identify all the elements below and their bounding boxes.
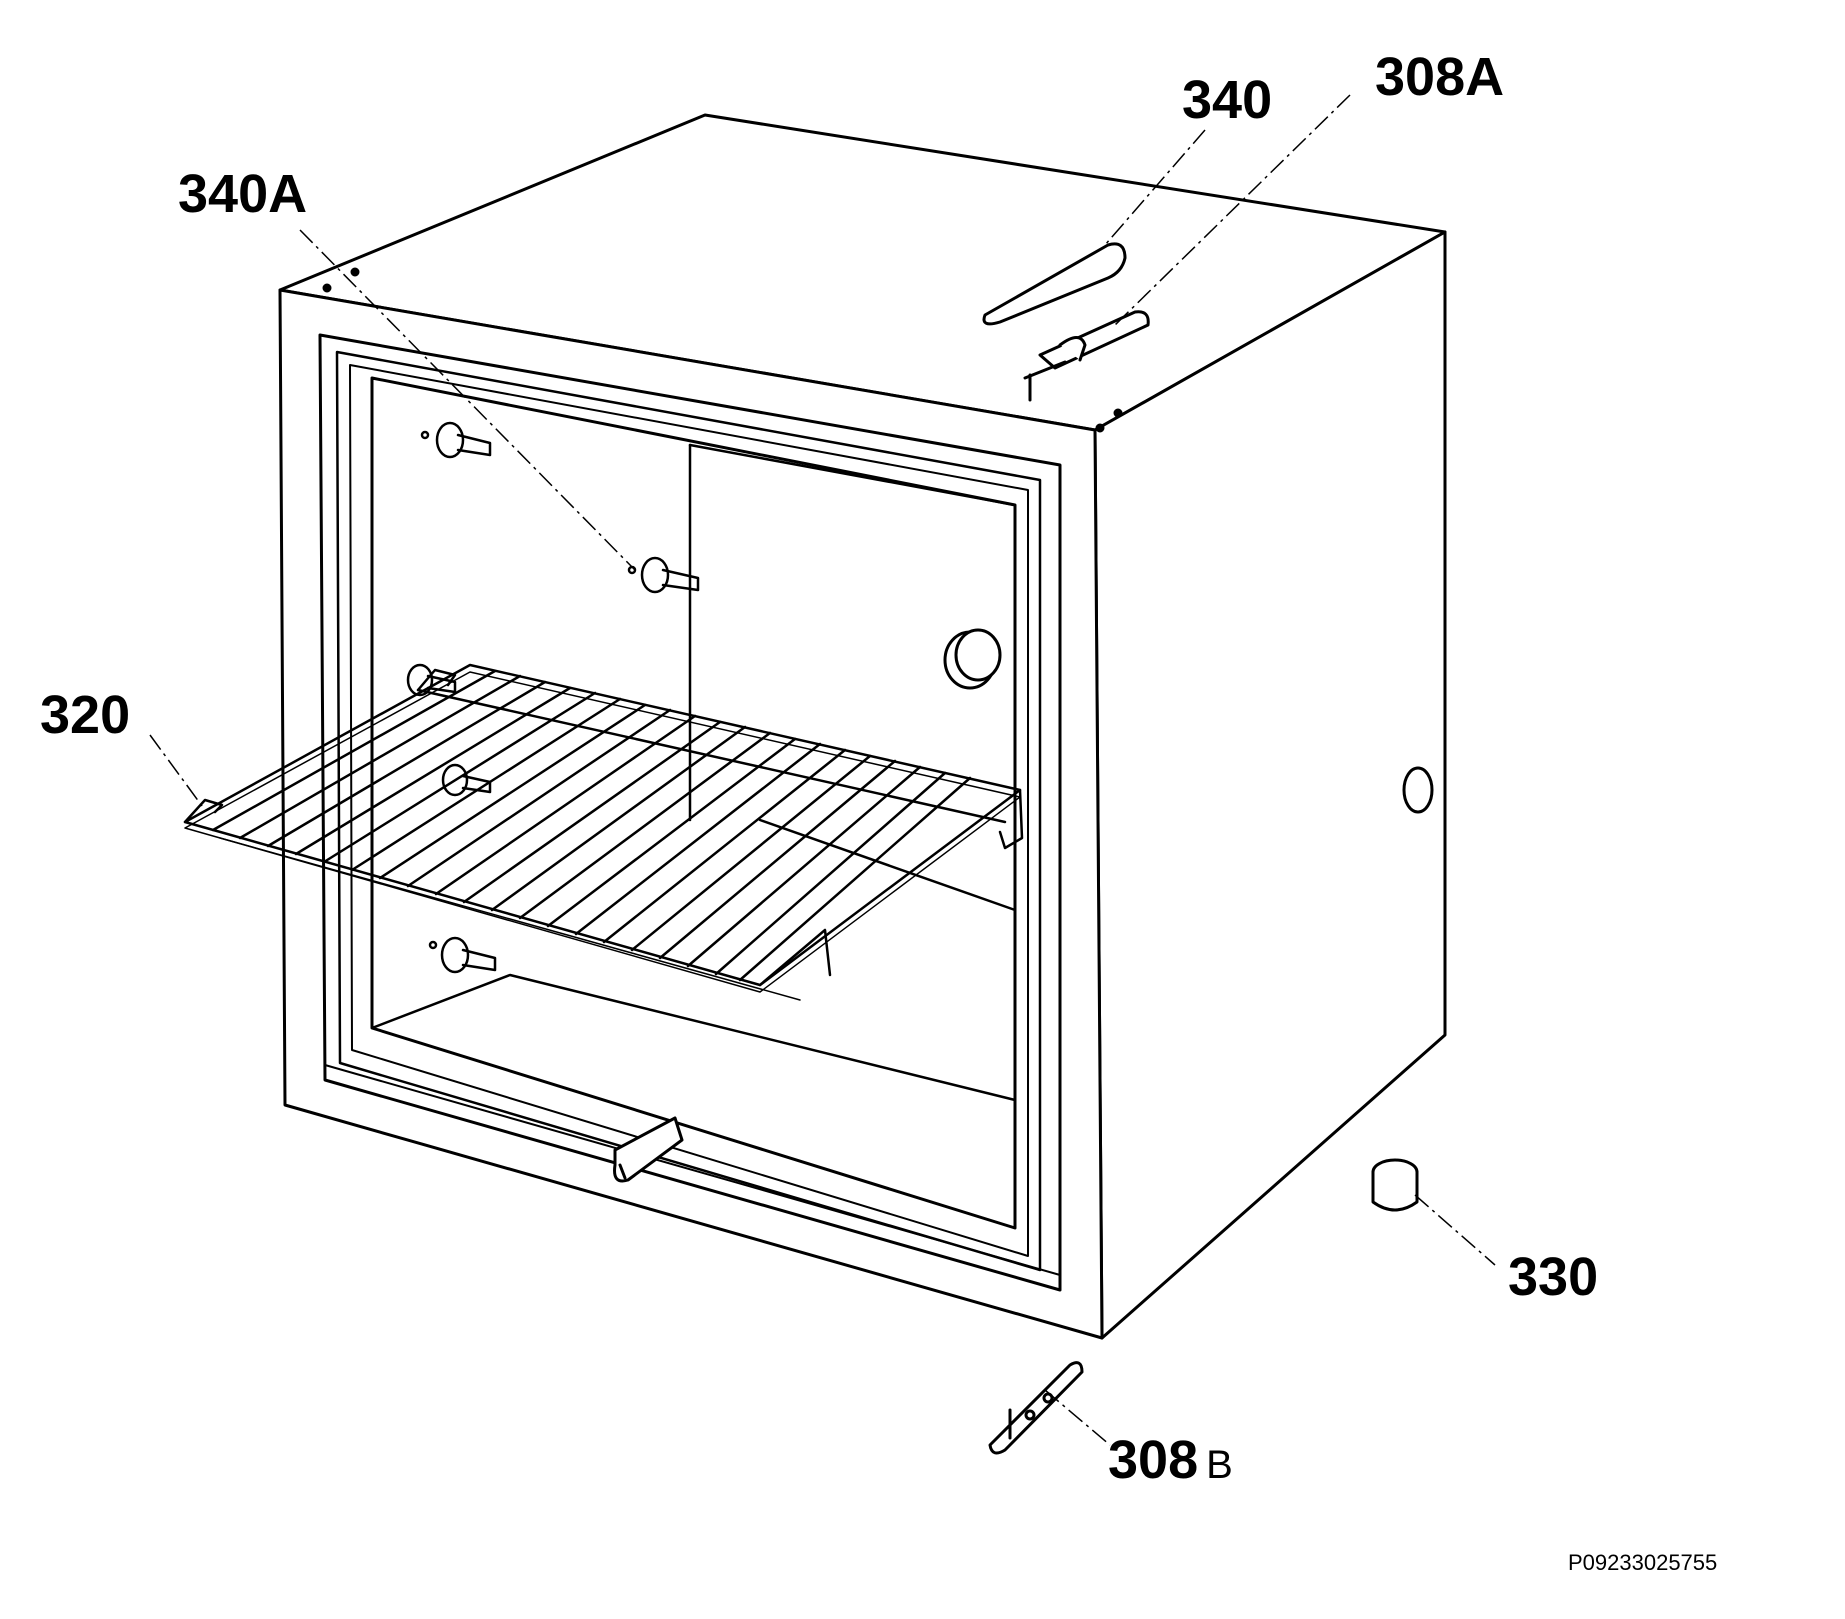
stud-mid-left — [406, 663, 457, 697]
callout-330: 330 — [1508, 1247, 1599, 1307]
leader-308a — [1114, 94, 1351, 326]
stud-upper-middle — [627, 556, 700, 594]
oven-cabinet — [278, 113, 1447, 1340]
lamp-glass-part — [1371, 1158, 1419, 1212]
callout-320: 320 — [40, 685, 131, 745]
leader-340a — [299, 229, 636, 571]
callout-308b-number: 308 — [1108, 1430, 1199, 1490]
rack-support-studs — [406, 421, 700, 974]
door-handle-top — [982, 242, 1127, 326]
leader-308b — [1044, 1389, 1111, 1446]
upper-hinge — [1023, 310, 1150, 402]
leader-340 — [1104, 129, 1206, 246]
side-hole — [1402, 766, 1434, 814]
callout-340a: 340A — [178, 164, 308, 224]
part-number: P09233025755 — [1568, 1550, 1718, 1575]
door-catch — [613, 1116, 684, 1183]
lower-hinge — [988, 1361, 1084, 1455]
lamp-cover-inside — [943, 628, 1002, 690]
leader-lines — [149, 94, 1496, 1446]
leader-320 — [149, 734, 206, 811]
callout-308a: 308A — [1375, 47, 1505, 107]
stud-lower-left — [428, 936, 497, 974]
wire-shelf-rack — [183, 663, 1024, 1001]
callout-340: 340 — [1182, 70, 1273, 130]
leader-330 — [1414, 1194, 1496, 1266]
callout-308b-suffix: B — [1206, 1443, 1233, 1487]
front-frame — [318, 333, 1062, 1292]
stud-upper-left — [420, 421, 492, 459]
cavity-interior — [370, 443, 1017, 1102]
